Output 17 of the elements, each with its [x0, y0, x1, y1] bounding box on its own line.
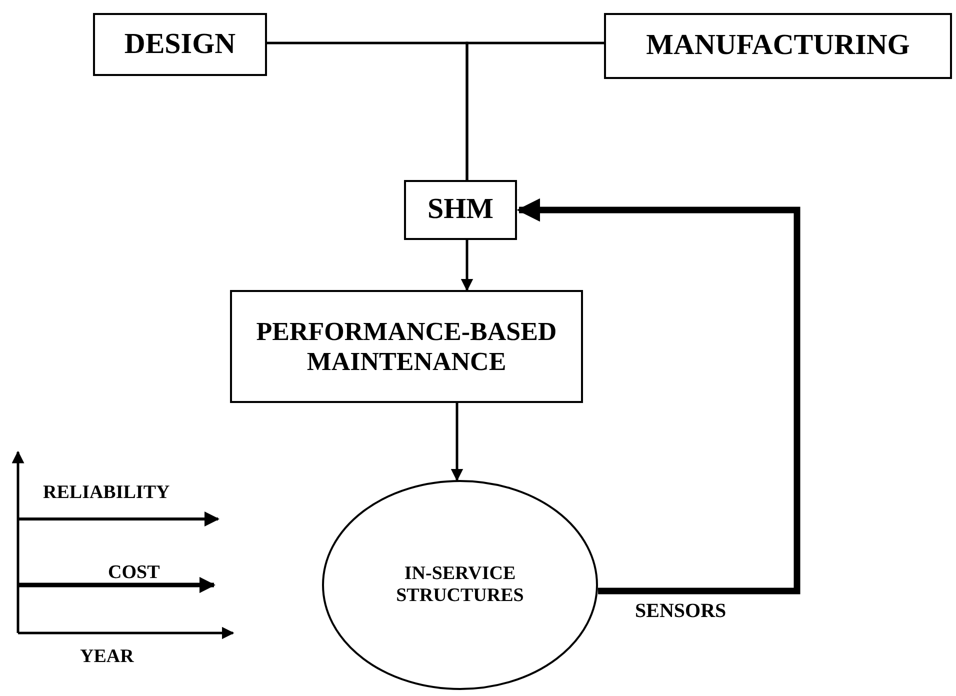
node-label: SHM	[427, 193, 494, 227]
ellipse-node	[322, 480, 598, 690]
node-label: MANUFACTURING	[646, 29, 910, 63]
node-label: PERFORMANCE-BASED MAINTENANCE	[255, 316, 558, 376]
axis-label: COST	[108, 562, 160, 584]
axis-label: YEAR	[80, 646, 134, 668]
arrow	[516, 198, 800, 594]
process-box	[93, 13, 267, 76]
node-label: DESIGN	[124, 28, 236, 62]
process-box	[604, 13, 952, 79]
axis-label: RELIABILITY	[43, 482, 170, 504]
process-box	[230, 290, 583, 403]
arrow	[450, 403, 464, 482]
connector-line	[466, 42, 604, 180]
node-label: IN-SERVICE STRUCTURES	[395, 563, 525, 607]
process-box	[404, 180, 517, 240]
arrow	[460, 240, 474, 292]
